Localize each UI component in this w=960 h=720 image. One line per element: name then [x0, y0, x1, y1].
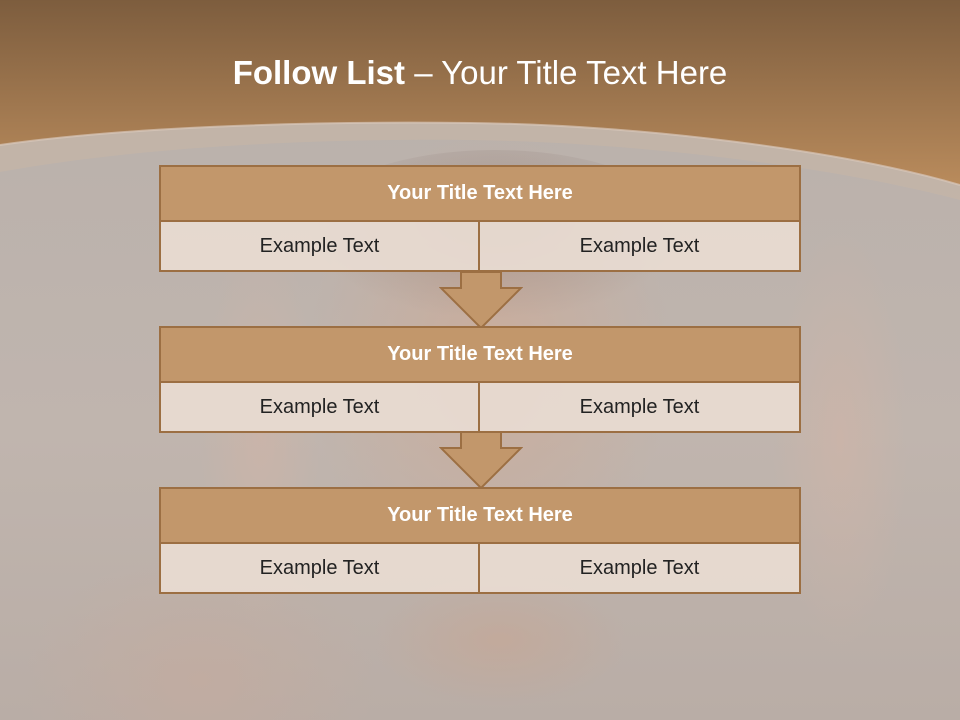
step-block-1: Your Title Text Here Example Text Exampl…	[159, 165, 801, 272]
down-arrow-icon	[439, 272, 523, 330]
step-left-text: Example Text	[159, 222, 480, 272]
header-curve	[0, 0, 960, 200]
step-right-text: Example Text	[480, 544, 801, 594]
slide-title-rest: – Your Title Text Here	[405, 54, 728, 91]
slide-title-bold: Follow List	[232, 54, 406, 91]
slide-title: Follow List – Your Title Text Here	[0, 54, 960, 92]
header-band	[0, 0, 960, 200]
step-right-text: Example Text	[480, 222, 801, 272]
step-block-2: Your Title Text Here Example Text Exampl…	[159, 326, 801, 433]
step-title: Your Title Text Here	[159, 326, 801, 383]
step-left-text: Example Text	[159, 383, 480, 433]
step-title: Your Title Text Here	[159, 487, 801, 544]
step-block-3: Your Title Text Here Example Text Exampl…	[159, 487, 801, 594]
step-right-text: Example Text	[480, 383, 801, 433]
step-left-text: Example Text	[159, 544, 480, 594]
step-title: Your Title Text Here	[159, 165, 801, 222]
down-arrow-icon	[439, 432, 523, 490]
